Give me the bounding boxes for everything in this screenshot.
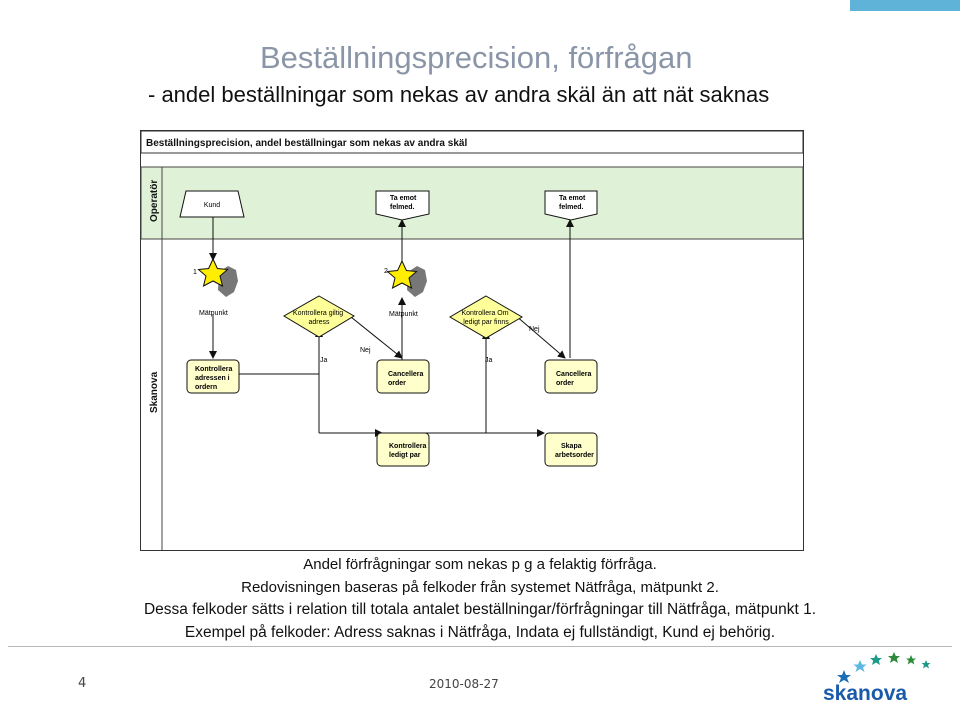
matpunkt-2-label: Mätpunkt [389,311,418,318]
star-number-2: 2 [384,268,388,275]
slide-title: Beställningsprecision, förfrågan [260,40,693,75]
top-accent-bar [850,0,960,11]
caption-line-4: Exempel på felkoder: Adress saknas i Nät… [184,624,776,641]
caption-line-2: Redovisningen baseras på felkoder från s… [241,579,719,596]
node-ta-emot-1-label: Ta emot felmed. [390,195,418,211]
node-kontrollera-ledigt-label: Kontrollera ledigt par [389,443,428,459]
node-kund-label: Kund [204,202,220,209]
node-cancellera-1-label: Cancellera order [388,371,425,387]
node-ta-emot-2 [544,190,598,221]
process-diagram: Beställningsprecision, andel beställning… [140,130,804,551]
footer-date: 2010-08-27 [429,677,499,691]
skanova-logo: skanova [823,652,931,704]
node-ta-emot-2-label: Ta emot felmed. [559,195,587,211]
decision-kontrollera-giltig-adress [283,295,355,338]
lane-label-skanova: Skanova [149,371,160,413]
logo-text: skanova [823,682,907,704]
star-number-1: 1 [193,269,197,276]
decision-ledigt-label: Kontrollera Om ledigt par finns [461,310,510,326]
node-cancellera-order-1 [376,359,430,394]
flow-edges [209,217,574,437]
decision-kontrollera-ledigt-par [449,295,523,339]
lane-label-operator: Operatör [149,180,160,222]
lane-operator [140,166,804,240]
diagram-header: Beställningsprecision, andel beställning… [146,138,467,149]
page-number: 4 [78,676,87,691]
star-matpunkt-2 [386,259,418,289]
diagram-header-bar [140,130,804,154]
footer-divider [8,646,952,647]
edge-label-ja-1: Ja [320,357,328,364]
edge-label-ja-2: Ja [485,357,493,364]
node-kontrollera-adressen [186,359,240,394]
node-kontrollera-ledigt-par [376,432,430,467]
node-kund [179,190,245,218]
caption-line-1: Andel förfrågningar som nekas p g a fela… [303,556,657,573]
edge-label-nej-1: Nej [360,347,371,354]
star-matpunkt-1 [197,257,229,287]
node-skapa-label: Skapa arbetsorder [555,443,594,459]
node-skapa-arbetsorder [544,432,598,467]
slide-subtitle: - andel beställningar som nekas av andra… [148,82,770,107]
node-cancellera-order-2 [544,359,598,394]
node-ta-emot-1 [375,190,430,221]
edge-label-nej-2: Nej [529,326,540,333]
caption-line-3: Dessa felkoder sätts i relation till tot… [143,601,817,618]
decision-giltig-label: Kontrollera giltig adress [293,310,345,326]
node-cancellera-2-label: Cancellera order [556,371,593,387]
logo-stars [837,652,931,683]
matpunkt-1-label: Mätpunkt [199,310,228,317]
edge-om-nej [514,314,566,359]
node-kontrollera-adressen-label: Kontrollera adressen i ordern [195,366,234,391]
edge-giltig-nej [345,312,403,359]
